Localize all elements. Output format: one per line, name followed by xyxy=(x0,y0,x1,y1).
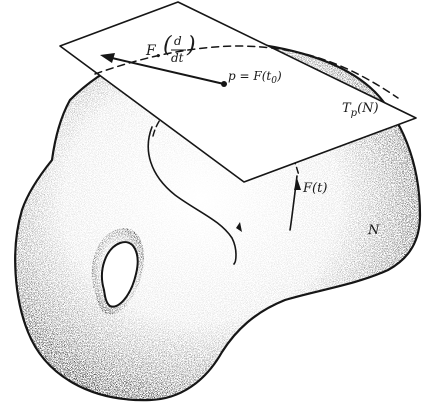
tangent-space-n: (N) xyxy=(357,101,379,116)
svg-text:): ) xyxy=(186,33,196,58)
point-p xyxy=(221,81,227,87)
point-label-close: ) xyxy=(276,69,282,83)
curve-label: F(t) xyxy=(302,181,327,196)
pushforward-star: • xyxy=(155,50,162,63)
point-label-main: p = F(t xyxy=(228,69,271,83)
deriv-numerator: d xyxy=(174,34,182,48)
deriv-denominator: dt xyxy=(171,51,184,65)
manifold-label: N xyxy=(367,223,380,238)
